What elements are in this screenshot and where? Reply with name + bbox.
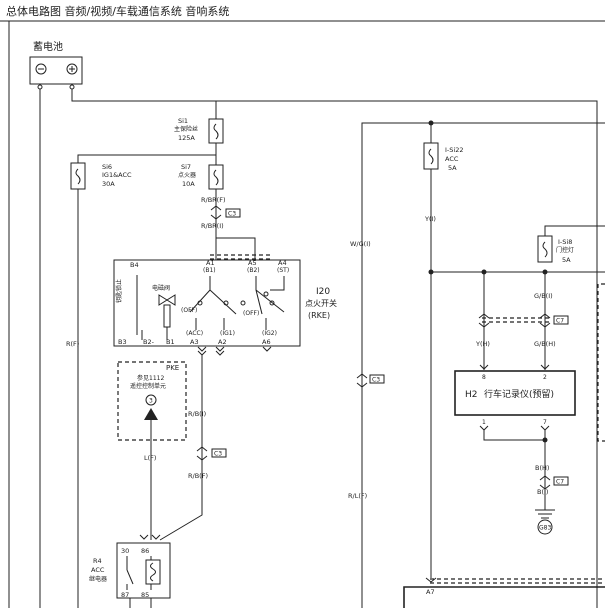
ign-name: 点火开关 xyxy=(305,298,337,308)
wire-r-b-f: R/B(F) xyxy=(188,472,208,480)
connector-c7-top: C7 xyxy=(556,318,564,325)
relay-pin-30: 30 xyxy=(121,547,129,555)
ign-pin-b2: B2- xyxy=(143,338,155,346)
recorder-h2: 8 2 H2 行车记录仪(预留) 1 7 B(H) C7 B(I) xyxy=(454,364,576,510)
fuse-si1-id: Si1 xyxy=(178,117,188,125)
ignition-switch: B4 A1 (B1) A5 (B2) A4 (ST) 钥匙锁止 电磁阀 (OFF… xyxy=(113,254,337,356)
ign-note-b2: (B2) xyxy=(247,267,260,274)
relay-pin-86: 86 xyxy=(141,547,149,555)
fuse-si7-name: 点火器 xyxy=(178,171,196,179)
pke-desc2: 遥控控制单元 xyxy=(130,382,166,390)
pke-module: PKE 参见1112 遥控控制单元 3 xyxy=(117,361,187,540)
fuse-si7-rating: 10A xyxy=(182,180,195,188)
recorder-pin-7: 7 xyxy=(543,419,547,426)
wire-r-br: R/BR(F) C3 R/BR(I) xyxy=(201,196,256,262)
fuse-si7-id: Si7 xyxy=(181,163,191,171)
fuse-si6-id: Si6 xyxy=(102,163,112,171)
fuse-isi22-id: I-Si22 xyxy=(445,146,463,154)
wire-y-i: Y(I) xyxy=(424,215,436,223)
pke-circle: 3 xyxy=(149,398,153,405)
relay-pin-85: 85 xyxy=(141,591,149,599)
fuse-si7: Si7 点火器 10A xyxy=(178,163,224,190)
fuse-isi8-rating: 5A xyxy=(562,256,571,264)
ground-g83: G83 xyxy=(535,509,555,535)
relay-name: ACC xyxy=(91,566,105,574)
ign-note-st: (ST) xyxy=(277,267,289,274)
relay-desc: 继电器 xyxy=(89,575,107,583)
wire-b-h: B(H) xyxy=(535,464,549,472)
ign-pin-a5: A5 xyxy=(248,259,257,267)
recorder-name: 行车记录仪(预留) xyxy=(484,388,554,400)
pke-desc1: 参见1112 xyxy=(137,374,164,382)
connector-c7-row: C7 Y(H) G/B(H) xyxy=(475,313,569,348)
page-title: 总体电路图 音频/视频/车载通信系统 音响系统 xyxy=(6,5,230,18)
ign-module: 钥匙锁止 xyxy=(115,279,123,303)
ign-pin-a2: A2 xyxy=(218,338,227,346)
ign-pin-a6: A6 xyxy=(262,338,271,346)
fuse-isi22-name: ACC xyxy=(445,155,459,163)
wire-g-b-h: G/B(H) xyxy=(534,340,556,348)
ign-pin-b3: B3 xyxy=(118,338,127,346)
fuse-isi8: I-Si8 门控灯 5A xyxy=(537,235,574,264)
fuse-isi22: I-Si22 ACC 5A Y(I) xyxy=(423,142,463,223)
relay-id: R4 xyxy=(93,557,102,565)
ign-pin-b4: B4 xyxy=(130,261,139,269)
ground-id: G83 xyxy=(539,525,551,532)
wire-r-f: R(F) xyxy=(66,340,79,348)
ign-note-ig1: (IG1) xyxy=(220,330,235,337)
ign-solenoid: 电磁阀 xyxy=(152,284,170,292)
fuse-si6-name: IG1&ACC xyxy=(102,171,132,179)
bottom-bus-pin: A7 xyxy=(426,588,435,596)
ign-id: I20 xyxy=(316,287,330,297)
pke-label: PKE xyxy=(166,364,179,372)
recorder-pin-8: 8 xyxy=(482,374,486,381)
wire-g-b-i: G/B(I) xyxy=(534,292,553,300)
fuse-si6: Si6 IG1&ACC 30A xyxy=(70,162,132,190)
right-module-box xyxy=(597,283,605,442)
wire-r-b: R/B(I) C3 R/B(F) xyxy=(159,355,227,541)
fuse-si6-rating: 30A xyxy=(102,180,115,188)
ign-pin-a3: A3 xyxy=(190,338,199,346)
ign-note-bat: (B1) xyxy=(203,267,216,274)
relay-r4: 30 86 87 85 R4 ACC 继电器 xyxy=(89,534,171,608)
battery: 蓄电池 xyxy=(29,40,83,90)
connector-c3-mid: C3 xyxy=(214,451,222,458)
wire-r-l-f: R/L(F) xyxy=(348,492,367,500)
ign-note-acc: (ACC) xyxy=(186,330,203,337)
connector-c3-right: C3 xyxy=(372,377,380,384)
relay-pin-87: 87 xyxy=(121,591,129,599)
ign-pin-b1: B1 xyxy=(166,338,175,346)
wire-r-br-f: R/BR(F) xyxy=(201,196,226,204)
wire-l-f: L(F) xyxy=(144,454,156,462)
wire-w-g-i: W/G(I) xyxy=(350,240,371,248)
fuse-si1-rating: 125A xyxy=(178,134,195,142)
ign-note-ig2: (IG2) xyxy=(262,330,277,337)
fuse-isi8-name: 门控灯 xyxy=(556,246,574,254)
battery-label: 蓄电池 xyxy=(33,40,63,53)
ign-pin-a4: A4 xyxy=(278,259,287,267)
wire-b-i: B(I) xyxy=(537,488,548,496)
ign-pin-a1: A1 xyxy=(206,259,215,267)
ign-note-off2: (OFF) xyxy=(243,310,259,317)
recorder-pin-1: 1 xyxy=(482,419,486,426)
recorder-id: H2 xyxy=(465,390,478,400)
wire-r-br-i: R/BR(I) xyxy=(201,222,224,230)
right-bus: W/G(I) C3 R/L(F) xyxy=(348,120,605,608)
wire-y-h: Y(H) xyxy=(475,340,490,348)
recorder-pin-2: 2 xyxy=(543,374,547,381)
fuse-isi8-id: I-Si8 xyxy=(558,238,572,246)
fuse-si1-name: 主保险丝 xyxy=(174,125,198,133)
bottom-bus: A7 xyxy=(403,577,605,608)
connector-c3-top: C3 xyxy=(228,211,236,218)
fuse-isi22-rating: 5A xyxy=(448,164,457,172)
fuse-si1: Si1 主保险丝 125A xyxy=(174,117,224,144)
connector-c7-bottom: C7 xyxy=(556,479,564,486)
supply-wires xyxy=(39,89,598,608)
ign-code: (RKE) xyxy=(308,311,330,320)
wire-r-b-i: R/B(I) xyxy=(188,410,206,418)
recorder-feed xyxy=(428,225,605,370)
ign-note-off1: (OFF) xyxy=(181,307,197,314)
frame-lines xyxy=(0,20,605,608)
